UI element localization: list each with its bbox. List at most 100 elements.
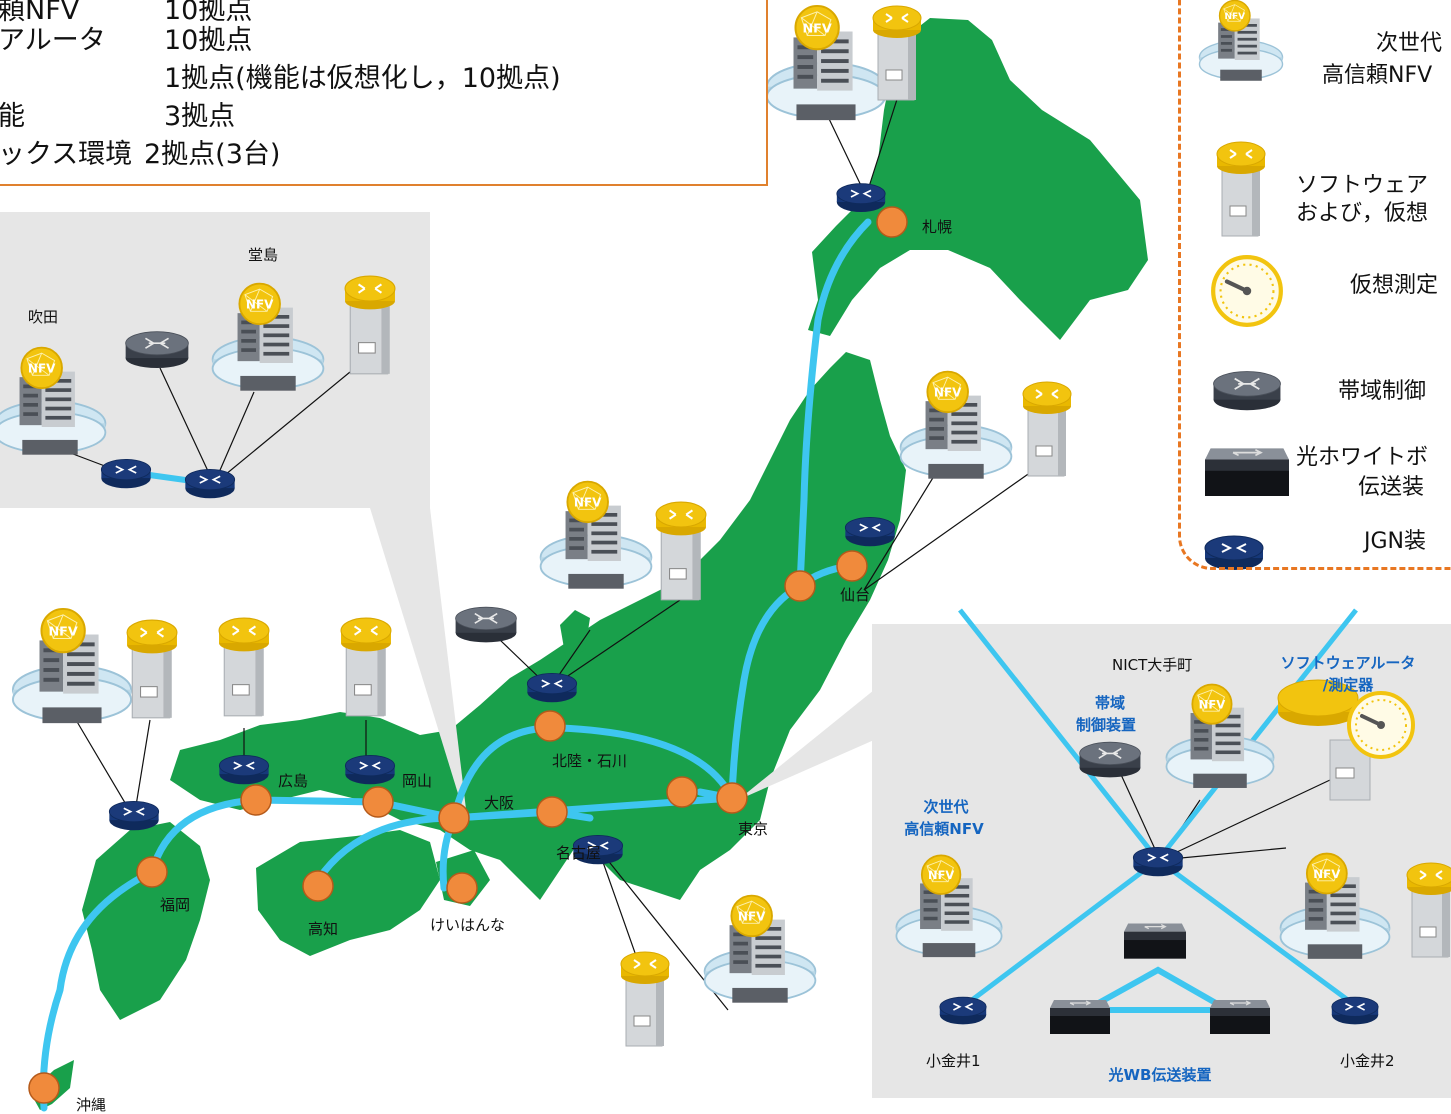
city-nodes (28, 206, 908, 1104)
kyushu-land (82, 822, 210, 1020)
summary-value: 1拠点(機能は仮想化し，10拠点) (164, 63, 561, 94)
summary-label: ックス環境 (0, 139, 133, 170)
software-router-icon (344, 274, 396, 375)
software-router-icon (340, 617, 392, 717)
node-keihanna (446, 872, 478, 904)
city-labels: 札幌 仙台 東京 北陸・石川 名古屋 大阪 けいはんな 岡山 広島 高知 福岡 … (28, 218, 952, 1114)
node-okayama (362, 786, 394, 818)
label-okayama: 岡山 (402, 772, 432, 790)
backbone-links (39, 218, 872, 1112)
optical-whitebox-icon (1210, 999, 1270, 1034)
label-osaka: 大阪 (484, 794, 514, 812)
shikoku-land (256, 830, 440, 956)
jgn-icon (526, 672, 578, 704)
node-fukuoka (136, 856, 168, 888)
jgn-icon (938, 996, 988, 1026)
optical-whitebox-icon (1050, 999, 1110, 1034)
nfv-server-icon (11, 607, 133, 725)
legend-nfv-line2: 高信頼NFV (1322, 63, 1433, 88)
label-koganei1: 小金井1 (926, 1052, 981, 1070)
label-sapporo: 札幌 (922, 218, 952, 236)
nict-title: NICT大手町 (1112, 656, 1192, 674)
jgn-icon (836, 182, 886, 213)
gauge-icon (1347, 691, 1415, 759)
label-nagoya: 名古屋 (556, 844, 601, 862)
jgn-icon (1132, 846, 1184, 878)
nict-labels: NICT大手町 帯域 制御装置 ソフトウェアルータ /測定器 次世代 高信頼NF… (904, 654, 1415, 1084)
summary-label: アルータ (0, 25, 106, 56)
node-sapporo (876, 206, 908, 238)
summary-label: 頼NFV (0, 0, 80, 26)
nfv-server-icon (765, 4, 887, 122)
node-tokyo-a (716, 782, 748, 814)
jgn-icon (344, 754, 396, 786)
legend-jgn: JGN装 (1364, 529, 1426, 554)
label-okinawa: 沖縄 (76, 1096, 106, 1114)
legend-router-line1: ソフトウェア (1296, 173, 1429, 198)
software-router-icon (126, 619, 178, 719)
summary-row: 頼NFV (0, 0, 79, 27)
nfv-server-icon (703, 894, 817, 1004)
legend-meter: 仮想測定 (1350, 273, 1439, 298)
legend-optwb-line2: 伝送装 (1358, 475, 1425, 500)
optical-whitebox-icon (1124, 922, 1186, 960)
node-okinawa (28, 1072, 60, 1104)
node-osaka (438, 802, 470, 834)
node-kochi (302, 870, 334, 902)
bandwidth-controller-icon (124, 330, 190, 369)
software-router-icon (1022, 381, 1072, 477)
legend-router-line2: および，仮想 (1296, 201, 1429, 226)
bandwidth-controller-icon (454, 606, 518, 644)
label-keihanna: けいはんな (430, 916, 505, 934)
label-hiroshima: 広島 (278, 772, 308, 790)
jgn-icon (1330, 996, 1380, 1026)
nict-bw-label-2: 制御装置 (1076, 716, 1136, 734)
deployment-summary-box: 頼NFV 10拠点 アルータ 10拠点 1拠点(機能は仮想化し，10拠点) 能 … (0, 0, 768, 186)
legend-nfv-line1: 次世代 (1376, 31, 1443, 56)
nict-router-meter (1277, 679, 1415, 801)
software-router-icon (872, 5, 922, 101)
node-sendai-b (836, 550, 868, 582)
software-router-icon (620, 950, 670, 1048)
nict-router-label-1: ソフトウェアルータ (1281, 654, 1416, 672)
node-tokyo-b (666, 776, 698, 808)
label-koganei2: 小金井2 (1340, 1052, 1395, 1070)
label-suita: 吹田 (28, 308, 58, 326)
label-dojima: 堂島 (248, 246, 278, 264)
legend-bw: 帯域制御 (1338, 379, 1427, 404)
label-tokyo: 東京 (738, 820, 768, 838)
label-kochi: 高知 (308, 920, 338, 938)
nict-bw-label-1: 帯域 (1095, 694, 1125, 712)
node-sendai-a (784, 570, 816, 602)
summary-value: 10拠点 (164, 25, 253, 56)
node-hokuriku (534, 710, 566, 742)
label-hokuriku: 北陸・石川 (552, 752, 627, 770)
summary-value: 2拠点(3台) (144, 139, 281, 170)
node-nagoya (536, 796, 568, 828)
software-router-icon (1406, 861, 1451, 959)
software-router-icon (218, 617, 270, 717)
nfv-server-icon (539, 480, 653, 590)
nict-nfv-label-1: 次世代 (923, 798, 968, 816)
jgn-icon (184, 468, 236, 500)
jgn-icon (108, 800, 160, 832)
nict-nfv-label-2: 高信頼NFV (904, 820, 984, 838)
jgn-icon (100, 458, 152, 490)
nfv-server-icon (899, 370, 1013, 480)
label-fukuoka: 福岡 (160, 896, 190, 914)
nict-router-label-2: /測定器 (1323, 676, 1374, 694)
summary-value: 10拠点 (164, 0, 253, 26)
summary-value: 3拠点 (164, 101, 236, 132)
hokuriku-land (560, 610, 590, 660)
legend-optwb-line1: 光ホワイトボ (1296, 445, 1429, 470)
label-sendai: 仙台 (840, 586, 870, 604)
summary-label: 能 (0, 101, 25, 132)
jgn-icon (218, 754, 270, 786)
bandwidth-controller-icon (1078, 741, 1142, 779)
software-router-icon (654, 500, 708, 601)
jgn-icon (844, 516, 896, 548)
label-optwb: 光WB伝送装置 (1108, 1066, 1212, 1084)
node-hiroshima (240, 784, 272, 816)
legend-box (1178, 0, 1451, 570)
